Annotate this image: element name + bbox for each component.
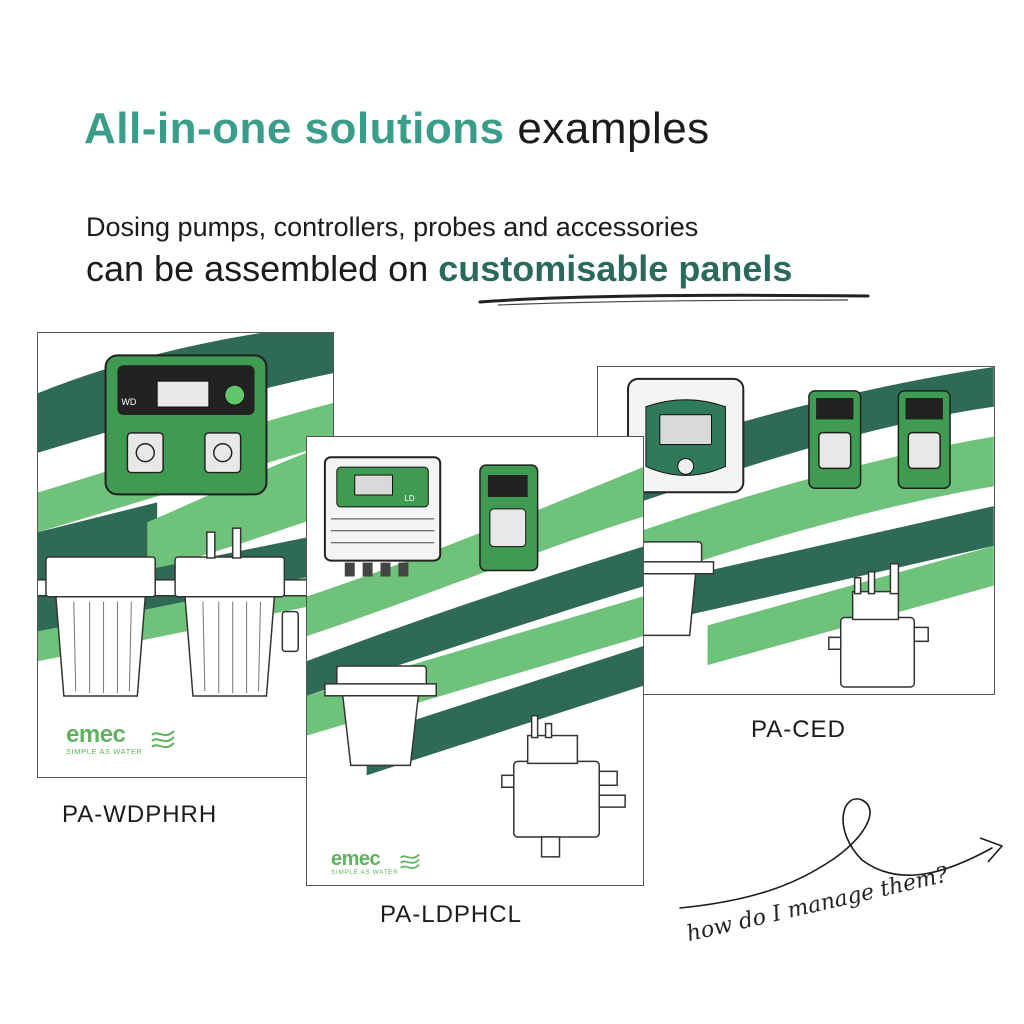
panel-pa-ldphcl: LD emec SIMPLE AS WATER: [306, 436, 644, 886]
panel-b-artwork: LD: [307, 456, 643, 858]
logo-tagline-2: SIMPLE AS WATER: [331, 869, 399, 876]
page-title: All-in-one solutions examples: [84, 104, 710, 154]
scribble-arrow: [679, 798, 1003, 909]
caption-pa-ced: PA-CED: [751, 716, 846, 743]
panel-pa-wdphrh: WD emec SIMPLE AS WATER: [37, 332, 334, 778]
caption-pa-wdphrh: PA-WDPHRH: [62, 801, 218, 828]
title-accent: All-in-one solutions: [84, 104, 505, 153]
subtitle-plain: can be assembled on: [86, 248, 429, 289]
device-label-wd: WD: [121, 397, 136, 407]
panel-c-artwork: [598, 367, 994, 688]
caption-pa-ldphcl: PA-LDPHCL: [380, 901, 522, 928]
emec-logo: emec SIMPLE AS WATER: [66, 721, 175, 756]
panel-a-artwork: WD: [38, 333, 333, 697]
logo-brand: emec: [66, 721, 126, 748]
wave-icon-2: [400, 853, 420, 869]
subtitle-line-1: Dosing pumps, controllers, probes and ac…: [86, 212, 699, 242]
title-rest: examples: [517, 104, 710, 153]
brush-underline: [478, 293, 870, 306]
device-label-ld: LD: [404, 494, 414, 503]
emec-logo-2: emec SIMPLE AS WATER: [331, 848, 420, 876]
panel-pa-ced: [597, 366, 995, 695]
logo-tagline: SIMPLE AS WATER: [66, 747, 143, 756]
subtitle-line-2: can be assembled on customisable panels: [86, 248, 792, 290]
logo-brand-2: emec: [331, 848, 381, 870]
subtitle-accent: customisable panels: [438, 248, 793, 289]
wave-icon: [151, 730, 175, 749]
